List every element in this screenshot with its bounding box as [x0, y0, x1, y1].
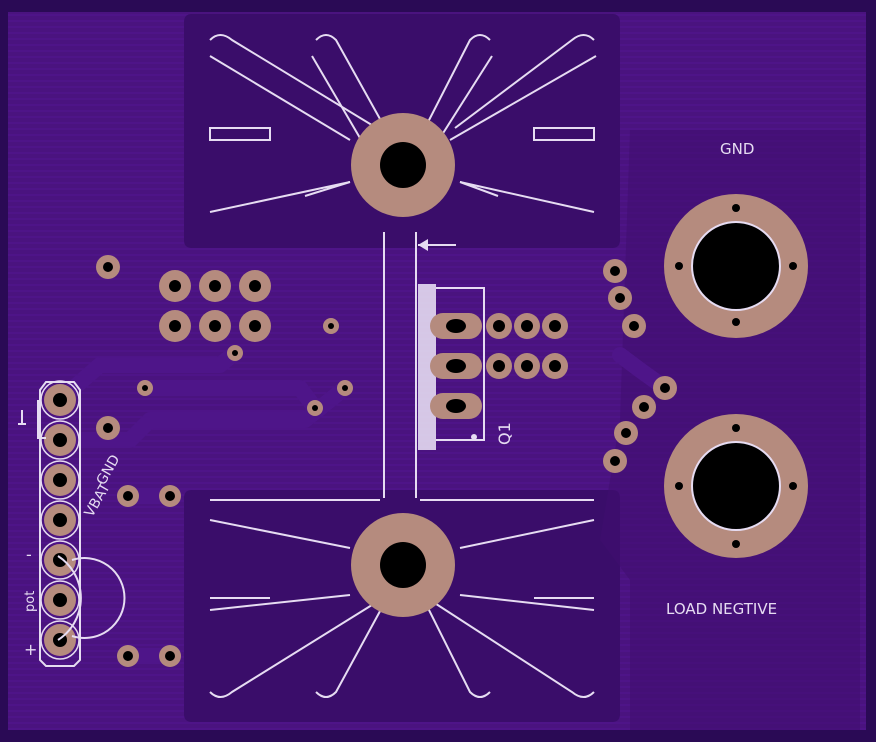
pad-drill [53, 593, 67, 607]
pad-drill [232, 350, 238, 356]
header-plus-label: + [24, 640, 37, 659]
pad-drill [549, 320, 561, 332]
pad-drill [209, 320, 221, 332]
pad-drill [342, 385, 348, 391]
gnd-symbol [18, 400, 46, 439]
pad-drill [610, 456, 620, 466]
q1-footprint [418, 239, 485, 450]
gnd-terminal-label: GND [720, 140, 754, 158]
pad-drill [123, 651, 133, 661]
pad-drill [53, 553, 67, 567]
heatsink-mount-top [351, 113, 455, 217]
pad-drill [660, 383, 670, 393]
pad-drill [209, 280, 221, 292]
pad-drill [249, 320, 261, 332]
heatsink-top-silk [209, 34, 597, 498]
pad-drill [521, 320, 533, 332]
load-terminal-label: LOAD NEGTIVE [666, 600, 777, 618]
pad-drill [53, 433, 67, 447]
pad-drill [53, 393, 67, 407]
header-minus-label: - [26, 545, 32, 564]
pad-drill [328, 323, 334, 329]
pad-drill [493, 320, 505, 332]
pad-drill [610, 266, 620, 276]
terminal-load [664, 414, 808, 558]
pad-drill [53, 513, 67, 527]
pad-drill [123, 491, 133, 501]
terminal-gnd [664, 194, 808, 338]
header-outline [39, 381, 126, 667]
pad-drill [493, 360, 505, 372]
pad-drill [521, 360, 533, 372]
pad-drill [169, 320, 181, 332]
heatsink-mount-bottom [351, 513, 455, 617]
pad-drill [639, 402, 649, 412]
heatsink-bottom-silk [209, 499, 595, 698]
pad-drill [142, 385, 148, 391]
q1-label: Q1 [495, 422, 514, 445]
pad-drill [165, 651, 175, 661]
pad-drill [621, 428, 631, 438]
pad-drill [103, 262, 113, 272]
pad-drill [549, 360, 561, 372]
pad-drill [103, 423, 113, 433]
pad-drill [629, 321, 639, 331]
pad-drill [312, 405, 318, 411]
pad-drill [615, 293, 625, 303]
pad-drill [249, 280, 261, 292]
pad-drill [169, 280, 181, 292]
pad-drill [165, 491, 175, 501]
header-pot-label: pot [23, 591, 38, 612]
pad-drill [53, 473, 67, 487]
